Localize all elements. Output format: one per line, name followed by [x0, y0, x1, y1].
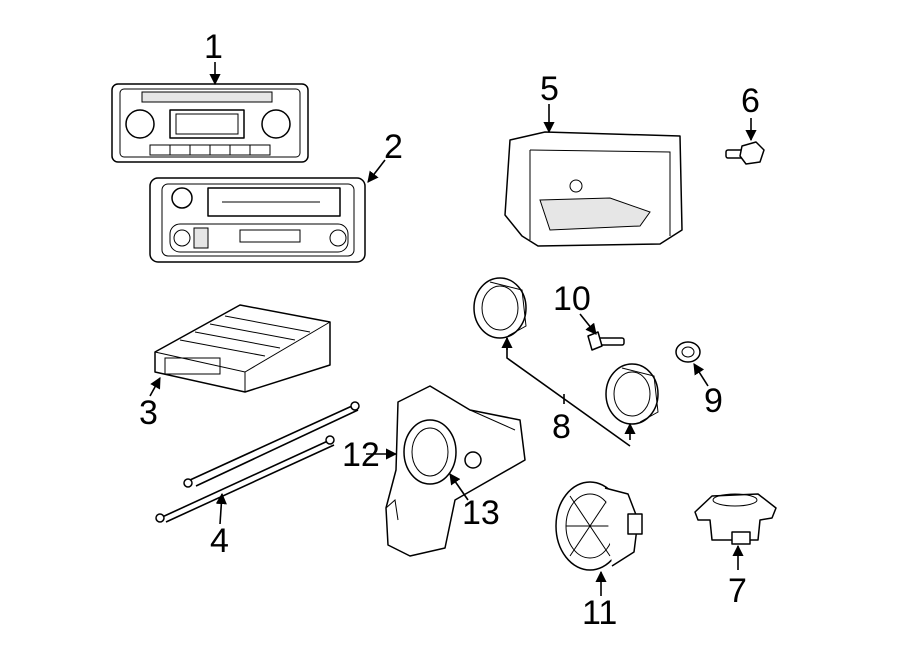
callout-4: 4	[210, 522, 229, 560]
callout-8: 8	[552, 408, 571, 446]
leader-2	[367, 159, 386, 183]
callout-1: 1	[204, 28, 223, 66]
leader-13	[449, 473, 469, 501]
part-4-straps	[155, 401, 360, 523]
part-1-radio	[111, 83, 309, 163]
part-11-subwoofer	[555, 481, 643, 571]
part-10-screw	[587, 331, 625, 351]
leader-3	[149, 377, 161, 397]
callout-numbers: 1 2 3 4 5 6 7 8 9 10 11 12 13	[139, 28, 760, 632]
part-12-enclosure	[385, 385, 526, 557]
callout-9: 9	[704, 382, 723, 420]
part-5-bracket	[504, 131, 683, 247]
part-8-speakers	[473, 277, 659, 425]
callout-13: 13	[462, 494, 500, 532]
callout-5: 5	[540, 70, 559, 108]
callout-3: 3	[139, 394, 158, 432]
callout-2: 2	[384, 128, 403, 166]
leader-4	[215, 492, 227, 525]
callout-11: 11	[582, 594, 617, 632]
part-6-bolt	[725, 141, 765, 165]
part-2-radio	[149, 177, 366, 263]
callout-10: 10	[553, 280, 591, 318]
leader-10	[579, 313, 597, 335]
part-7-speaker	[694, 493, 777, 545]
callout-6: 6	[741, 82, 760, 120]
leader-lines	[149, 62, 757, 596]
part-3-amplifier	[154, 304, 331, 393]
callout-12: 12	[342, 436, 380, 474]
callout-7: 7	[728, 572, 747, 610]
leader-9	[693, 363, 709, 387]
part-9-grommet	[675, 341, 701, 363]
